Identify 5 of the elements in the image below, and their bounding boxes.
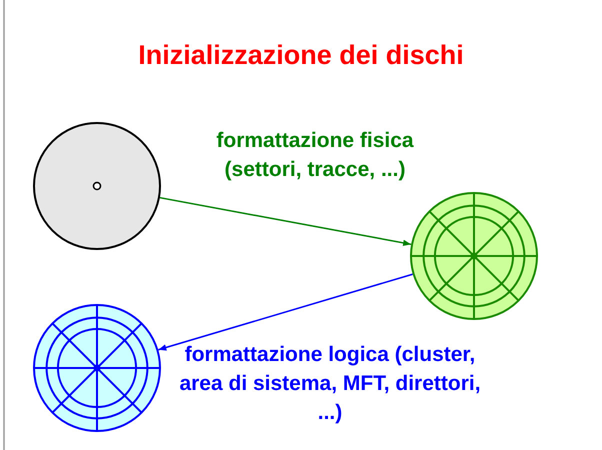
arrow	[158, 274, 413, 351]
arrow	[160, 196, 412, 246]
edge-label: formattazione logica (cluster, area di sistema, MFT, direttori, ...)	[178, 342, 482, 426]
edge-label: formattazione fisica (settori, tracce, ...)	[215, 128, 415, 183]
slide-title: Inizializzazione dei dischi	[137, 40, 465, 71]
